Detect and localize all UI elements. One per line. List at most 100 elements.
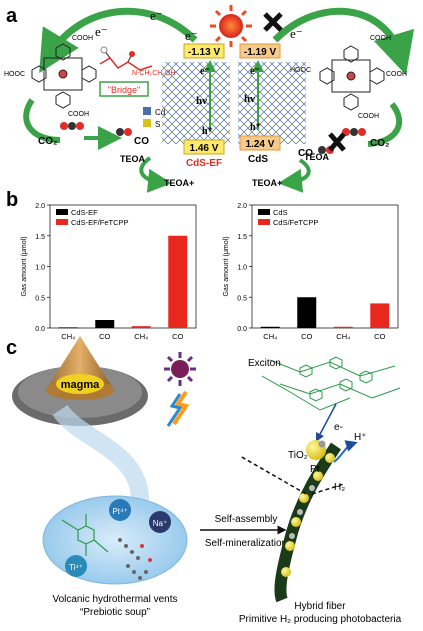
bridge-box [99,81,149,97]
co2-molecule-icon [342,128,366,136]
s-legend-swatch [143,119,151,127]
electron-label: e⁻ [95,24,108,39]
arrow-label-line1: Self-assembly [215,514,278,525]
legend-swatch [258,219,270,225]
bar [58,327,78,329]
y-tick-label: 2.0 [35,203,45,210]
teoa-oxidation-arrow-left [139,156,172,193]
y-tick-label: 2.0 [237,203,247,210]
panel-a-label: a [6,5,18,27]
proton-label: H⁺ [354,432,367,443]
co-label: CO [298,148,313,159]
cds-name: CdS [248,154,268,165]
pt-label: Pt [310,464,320,475]
y-tick-label: 1.0 [35,265,45,272]
zoom-line [239,455,307,495]
bar [95,320,115,328]
s-legend-label: S [155,120,160,129]
cooh-label: COOH [370,35,391,42]
co-molecule-icon [116,128,132,136]
electron-transfer-arrow [315,403,337,442]
hole-label: h⁺ [250,122,261,133]
teoa-plus-label: TEOA+ [164,178,194,188]
hydrogen-evolution-arrow [333,440,358,463]
caption-left-line2: “Prebiotic soup” [80,607,150,618]
cds-cb-box [239,43,281,59]
cooh-label: COOH [386,71,407,78]
bridge-molecule [99,46,153,71]
legend-label: CdS [273,208,288,217]
bar [297,297,317,328]
electron-transfer-label: e- [334,422,343,433]
x-tick-label: CH₄ [134,332,148,341]
electron-label: e⁻ [150,8,163,23]
lightning-bolt-icon [166,393,183,427]
vent-stream [52,404,149,501]
bar [168,235,188,328]
caption-left-line1: Volcanic hydrothermal vents [52,594,177,605]
blocked-x-icon [263,12,283,32]
x-tick-label: CO [99,332,110,341]
co2-label: CO₂ [38,136,57,147]
cds-cb-value: -1.19 V [244,47,277,58]
co2-molecule-icon [60,122,84,130]
bar [260,326,280,328]
na-ion-label: Na⁺ [153,519,167,528]
cdsef-cb-value: -1.13 V [188,47,221,58]
electron-small-label: e⁻ [250,66,260,77]
pt-ion-label: Pt⁴⁺ [112,507,127,516]
caption-right-line2: Primitive H₂ producing photobacteria [239,614,402,625]
lightning-bolt-icon [172,390,190,426]
cdsef-vb-box [183,139,225,155]
hybrid-fiber [274,442,341,603]
x-tick-label: CO [301,332,312,341]
x-tick-label: CH₄ [61,332,75,341]
reduction-arrow-left [23,98,61,143]
pt-particle [318,440,326,448]
cdsef-name: CdS-EF [186,158,222,169]
hv-label: hν [196,95,207,107]
sun-icon [164,352,196,386]
y-tick-label: 0.0 [237,326,247,333]
cds-vb-value: 1.24 V [246,139,275,150]
cdsef-crystal [162,62,230,144]
teoa-label: TEOA [120,154,146,164]
hole-label: h⁺ [202,126,213,137]
panel-c: c magma Pt⁴⁺ [6,336,402,625]
electron-flow-arrow-right [272,7,415,76]
arrow-label-line2: Self-mineralization [205,538,287,549]
bridge-label: "Bridge" [108,85,140,95]
legend-swatch [56,209,68,215]
electron-small-label: e⁻ [200,66,210,77]
porphyrin-left [31,43,97,109]
y-tick-label: 1.5 [35,234,45,241]
legend-label: CdS-EF/FeTCPP [71,218,129,227]
panel-c-label: c [6,337,17,359]
zoom-line [311,483,345,495]
prebiotic-soup: Pt⁴⁺ Na⁺ Ti⁴⁺ [42,495,188,585]
y-axis-label: Gas amount (μmol) [21,236,28,296]
cooh-label: COOH [358,113,379,120]
panel-b-label: b [6,189,18,211]
legend-swatch [56,219,68,225]
teoa-oxidation-arrow-right [278,158,311,193]
y-tick-label: 1.5 [237,234,247,241]
co2-label: CO₂ [370,138,389,149]
magma-label: magma [61,379,100,391]
bar [131,326,151,328]
teoa-label: TEOA [304,152,330,162]
ti-ion-label: Ti⁴⁺ [69,563,83,572]
legend-label: CdS-EF [71,208,98,217]
x-tick-label: CH₄ [336,332,350,341]
x-tick-label: CO [374,332,385,341]
caption-right-line1: Hybrid fiber [294,601,346,612]
legend-swatch [258,209,270,215]
sun-icon [210,5,252,47]
y-tick-label: 0.0 [35,326,45,333]
bridge-amine-label: N-CH₂CH₂OH [132,70,176,77]
legend-label: CdS/FeTCPP [273,218,318,227]
bar [370,303,390,328]
